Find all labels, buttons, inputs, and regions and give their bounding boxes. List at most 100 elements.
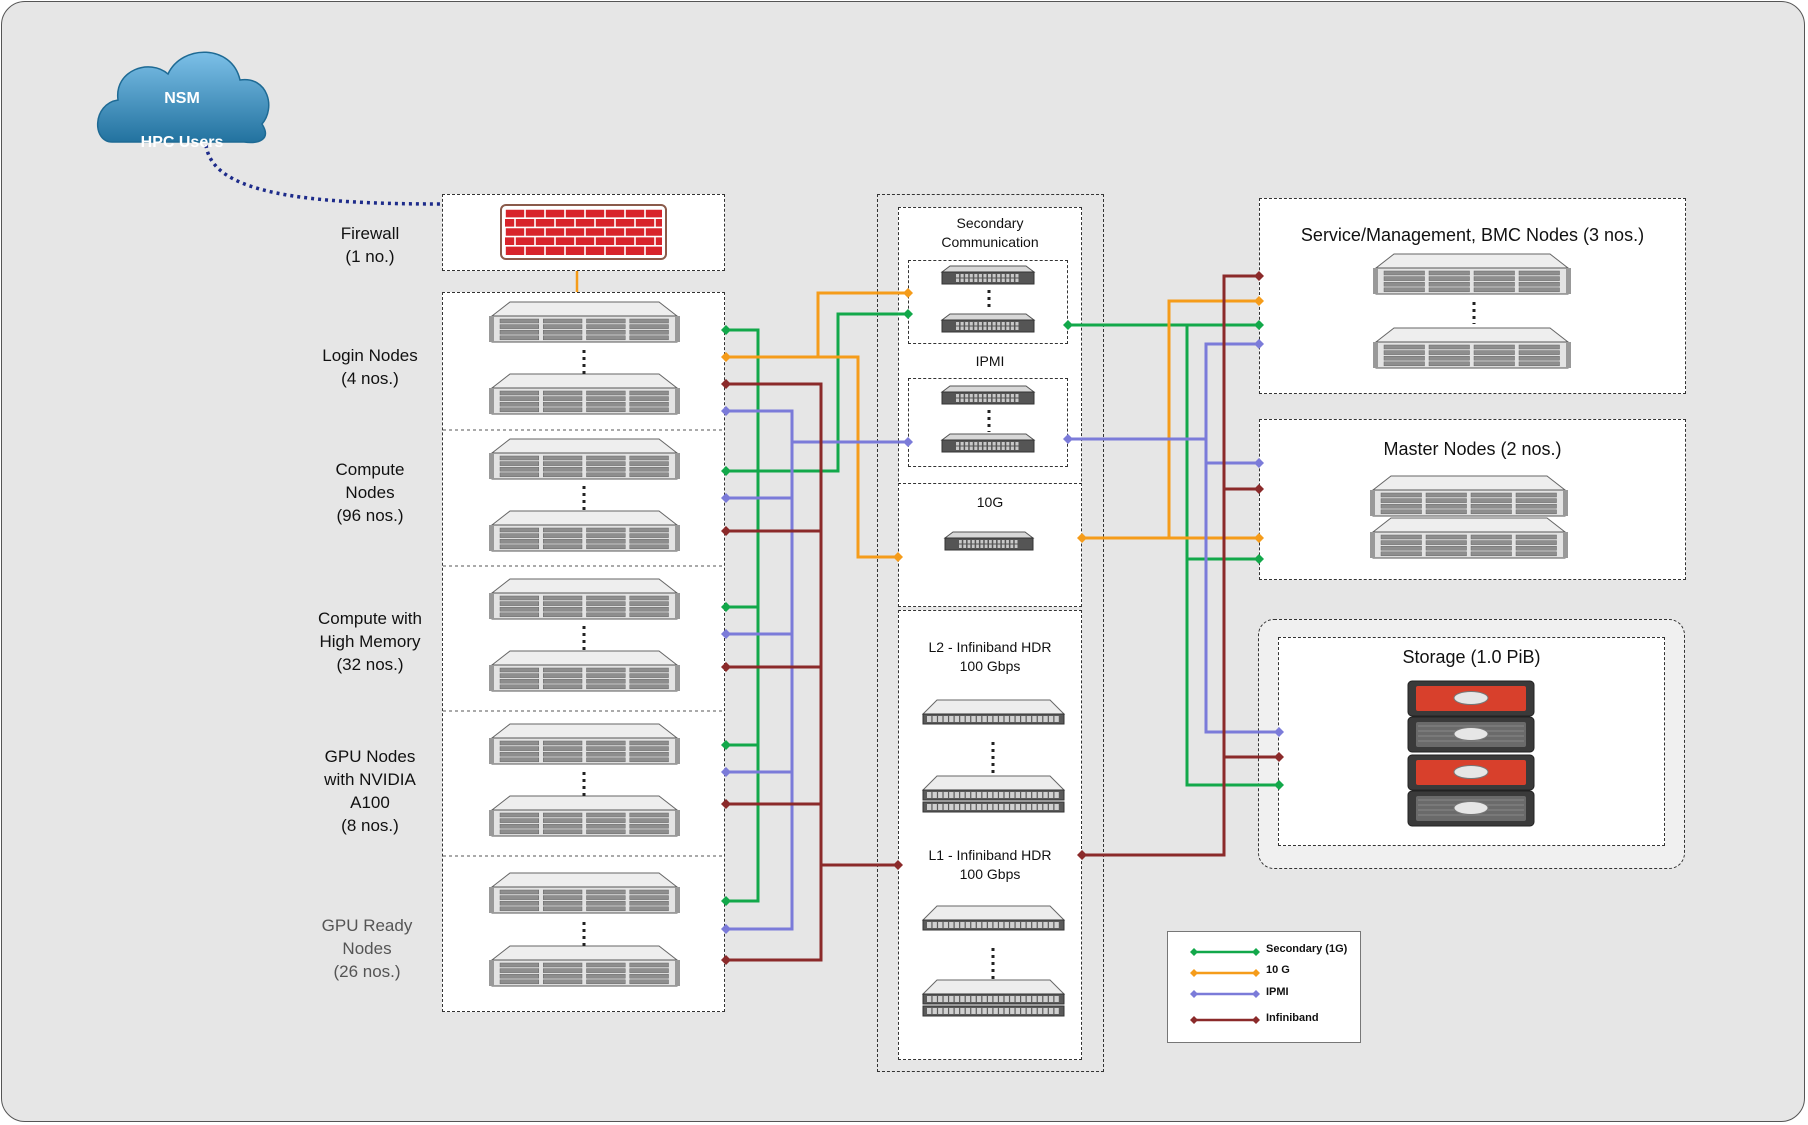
- connector: [721, 352, 731, 362]
- service-server-bottom: [1373, 327, 1571, 369]
- legend-swatch-end: [1252, 969, 1260, 977]
- node-server-top: [489, 872, 680, 914]
- orange-to-secondary: [816, 291, 908, 357]
- ipmi-switch-bottom: [940, 433, 1036, 453]
- connector: [1254, 554, 1264, 564]
- connector: [1254, 271, 1264, 281]
- equipment-layer: [97, 51, 1571, 1017]
- green-trunk-left: [725, 328, 760, 903]
- legend-swatch-end: [1190, 969, 1198, 977]
- connector: [721, 924, 731, 934]
- node-server-bottom: [489, 795, 680, 837]
- l2-switch-label: L2 - Infiniband HDR 100 Gbps: [928, 639, 1052, 674]
- connector: [1077, 850, 1087, 860]
- connector: [721, 955, 731, 965]
- green-trunk-right: [1185, 325, 1278, 787]
- service-nodes-title: Service/Management, BMC Nodes (3 nos.): [1300, 225, 1645, 245]
- storage-unit-1: [1407, 680, 1535, 717]
- connector: [903, 288, 913, 298]
- connector: [893, 860, 903, 870]
- cloud-line-1: NSM: [164, 90, 200, 107]
- green-to-secondary: [725, 312, 908, 473]
- connector: [1274, 752, 1284, 762]
- node-server-top: [489, 301, 680, 343]
- node-server-top: [489, 578, 680, 620]
- l1-switch-top: [921, 905, 1066, 931]
- connector: [1254, 533, 1264, 543]
- connector: [721, 799, 731, 809]
- secondary-switch-bottom: [940, 313, 1036, 333]
- firewall-icon: [500, 204, 667, 260]
- cloud-link: [204, 144, 441, 206]
- secondary-switch-top: [940, 265, 1036, 285]
- master-server-bottom: [1370, 517, 1568, 559]
- switch-rack-box: [877, 194, 1104, 1072]
- group-label-login: Login Nodes (4 nos.): [322, 346, 418, 388]
- cloud-label: NSM HPC Users: [120, 66, 244, 154]
- connector: [1254, 339, 1264, 349]
- purple-ipmi-right: [1068, 342, 1258, 441]
- node-server-top: [489, 438, 680, 480]
- legend-label-10g: 10 G: [1266, 964, 1290, 976]
- connector: [1254, 296, 1264, 306]
- purple-to-storage: [1204, 439, 1278, 734]
- node-server-bottom: [489, 945, 680, 987]
- connector: [1077, 533, 1087, 543]
- connector: [721, 406, 731, 416]
- node-server-bottom: [489, 650, 680, 692]
- master-nodes-title: Master Nodes (2 nos.): [1383, 439, 1562, 459]
- connector: [893, 552, 903, 562]
- legend-swatch-end: [1252, 1016, 1260, 1024]
- legend-swatch-end: [1252, 990, 1260, 998]
- connector: [903, 309, 913, 319]
- connector: [721, 325, 731, 335]
- l1-switch-bottom: [921, 979, 1066, 1017]
- wiring-layer: [204, 144, 1284, 965]
- tengig-switch-label: 10G: [976, 494, 1004, 510]
- connector: [721, 493, 731, 503]
- connector: [721, 896, 731, 906]
- secondary-switch-label: Secondary Communication: [941, 215, 1039, 250]
- cloud-line-2: HPC Users: [140, 134, 224, 151]
- l1-switch-label: L1 - Infiniband HDR 100 Gbps: [928, 847, 1052, 882]
- storage-title: Storage (1.0 PiB): [1402, 647, 1541, 667]
- legend-label-secondary: Secondary (1G): [1266, 943, 1348, 955]
- maroon-l1-right: [1082, 274, 1258, 857]
- connector: [1063, 320, 1073, 330]
- legend-label-ipmi: IPMI: [1266, 986, 1289, 998]
- service-server-top: [1373, 253, 1571, 295]
- orange-login-to-10g: [725, 355, 898, 559]
- orange-10g-to-service: [1082, 299, 1258, 540]
- storage-unit-2: [1407, 716, 1535, 753]
- connector: [721, 767, 731, 777]
- node-server-bottom: [489, 510, 680, 552]
- legend-swatch-end: [1190, 1016, 1198, 1024]
- legend-swatches: [1190, 948, 1260, 1024]
- connector: [1063, 434, 1073, 444]
- node-server-top: [489, 723, 680, 765]
- legend-swatch-end: [1190, 990, 1198, 998]
- connector: [1254, 458, 1264, 468]
- connector: [1274, 780, 1284, 790]
- group-label-highmem: Compute with High Memory (32 nos.): [318, 609, 422, 674]
- legend: Secondary (1G) 10 G IPMI Infiniband: [1167, 931, 1361, 1043]
- group-label-gpu: GPU Nodes with NVIDIA A100 (8 nos.): [324, 747, 416, 835]
- storage-unit-3: [1407, 754, 1535, 791]
- l2-switch-top: [921, 699, 1066, 725]
- master-server-top: [1370, 475, 1568, 517]
- connector: [721, 526, 731, 536]
- firewall-label: Firewall (1 no.): [340, 224, 400, 266]
- ipmi-switch-top: [940, 385, 1036, 405]
- storage-unit-4: [1407, 790, 1535, 827]
- node-server-bottom: [489, 373, 680, 415]
- group-label-gpu-ready: GPU Ready Nodes (26 nos.): [321, 916, 413, 981]
- cloud-icon: [97, 51, 270, 144]
- tengig-switch: [943, 531, 1035, 551]
- l2-switch-bottom: [921, 775, 1066, 813]
- connector: [1254, 320, 1264, 330]
- group-label-compute: Compute Nodes (96 nos.): [335, 460, 405, 525]
- ipmi-switch-label: IPMI: [975, 353, 1005, 369]
- legend-label-infiniband: Infiniband: [1266, 1012, 1319, 1024]
